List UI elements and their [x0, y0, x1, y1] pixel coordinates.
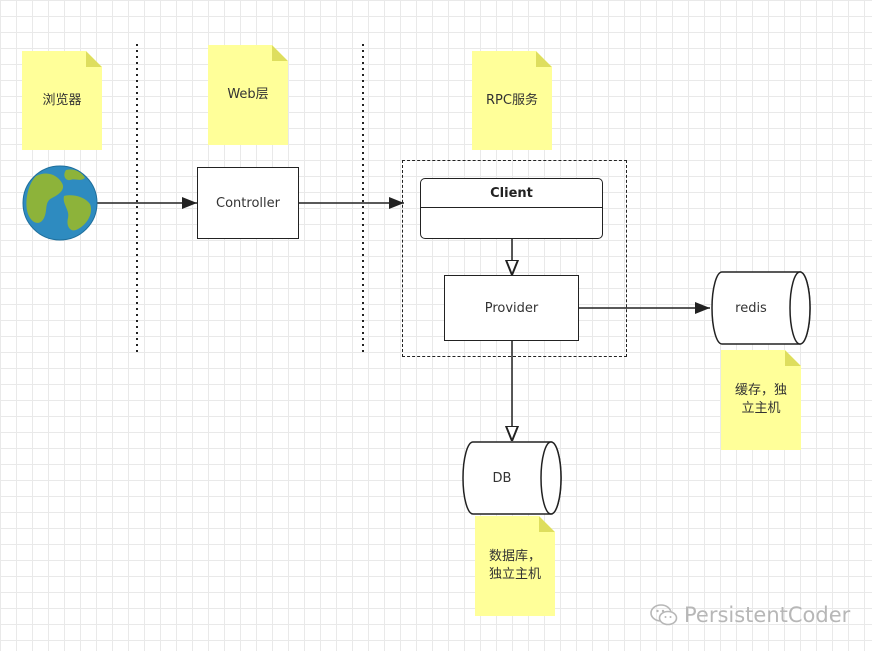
note-db: 数据库，独立主机 — [475, 516, 555, 616]
db-label: DB — [492, 470, 512, 486]
controller-node: Controller — [197, 167, 299, 239]
wechat-icon — [650, 604, 678, 626]
note-redis: 缓存，独立主机 — [721, 350, 801, 450]
watermark: PersistentCoder — [650, 600, 850, 630]
note-web-layer-label: Web层 — [227, 87, 269, 102]
note-browser: 浏览器 — [22, 51, 102, 150]
note-browser-label: 浏览器 — [42, 92, 82, 108]
globe-icon — [22, 165, 98, 241]
watermark-text: PersistentCoder — [684, 603, 851, 627]
redis-cylinder — [711, 271, 811, 345]
client-header: Client — [421, 179, 602, 208]
note-db-label: 数据库，独立主机 — [488, 549, 541, 582]
controller-label: Controller — [216, 195, 280, 211]
client-node: Client — [420, 178, 603, 239]
note-rpc-service-label: RPC服务 — [486, 92, 538, 108]
client-label: Client — [490, 185, 533, 201]
note-rpc-service: RPC服务 — [472, 51, 552, 150]
redis-label: redis — [735, 300, 767, 316]
rpc-service-group — [402, 160, 627, 357]
note-web-layer: Web层 — [208, 45, 288, 145]
db-cylinder — [462, 441, 562, 515]
provider-node: Provider — [444, 275, 579, 341]
provider-label: Provider — [484, 300, 539, 316]
note-redis-label: 缓存，独立主机 — [734, 383, 787, 416]
